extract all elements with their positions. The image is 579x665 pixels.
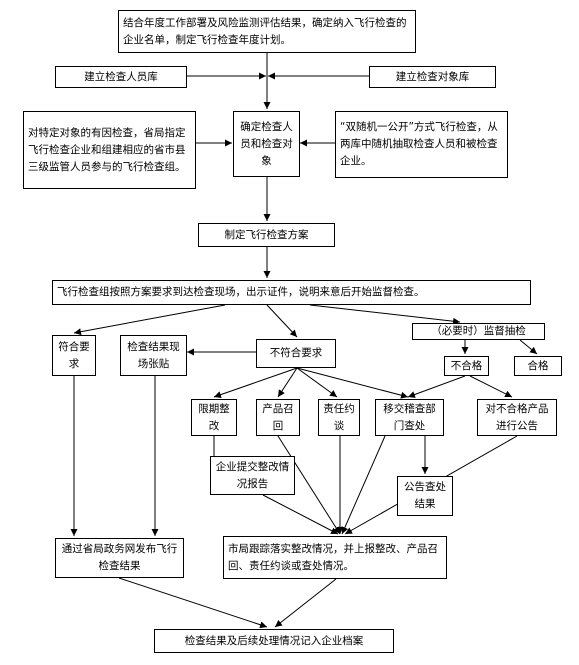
plan-source-node: 结合年度工作部署及风险监测评估结果，确定纳入飞行检查的企业名单，制定飞行检查年度… [118,10,416,53]
post-results-node: 检查结果现场张贴 [120,335,187,376]
noncompliant-node: 不符合要求 [256,339,336,368]
determine-members-node: 确定检查人员和检查对象 [233,111,300,177]
recall-node: 产品召回 [256,399,300,436]
follow-up-node: 市局跟踪落实整改情况，并上报整改、产品召回、责任约谈或查处情况。 [223,536,447,579]
announce-unqualified-node: 对不合格产品进行公告 [477,399,557,436]
archive-node: 检查结果及后续处理情况记入企业档案 [154,629,394,653]
target-pool-node: 建立检查对象库 [369,66,496,88]
unqualified-node: 不合格 [444,356,489,376]
qualified-node: 合格 [514,356,562,376]
announce-penalty-node: 公告查处结果 [397,476,453,516]
onsite-inspection-node: 飞行检查组按照方案要求到达检查现场，出示证件，说明来意后开始监督检查。 [52,280,531,305]
inspector-pool-node: 建立检查人员库 [55,66,187,88]
targeted-inspection-node: 对特定对象的有因检查，省局指定飞行检查企业和组建相应的省市县三级监管人员参与的飞… [23,111,196,189]
publish-online-node: 通过省局政务网发布飞行检查结果 [55,538,184,578]
interview-node: 责任约谈 [318,399,360,436]
sampling-node: （必要时）监督抽检 [412,323,545,340]
rectify-node: 限期整改 [191,399,237,436]
rectify-report-node: 企业提交整改情况报告 [210,456,295,495]
transfer-node: 移交稽查部门查处 [375,399,444,436]
make-plan-node: 制定飞行检查方案 [198,223,335,247]
compliant-node: 符合要求 [52,335,96,376]
random-inspection-node: “双随机一公开”方式飞行检查，从两库中随机抽取检查人员和被检查企业。 [335,111,508,178]
